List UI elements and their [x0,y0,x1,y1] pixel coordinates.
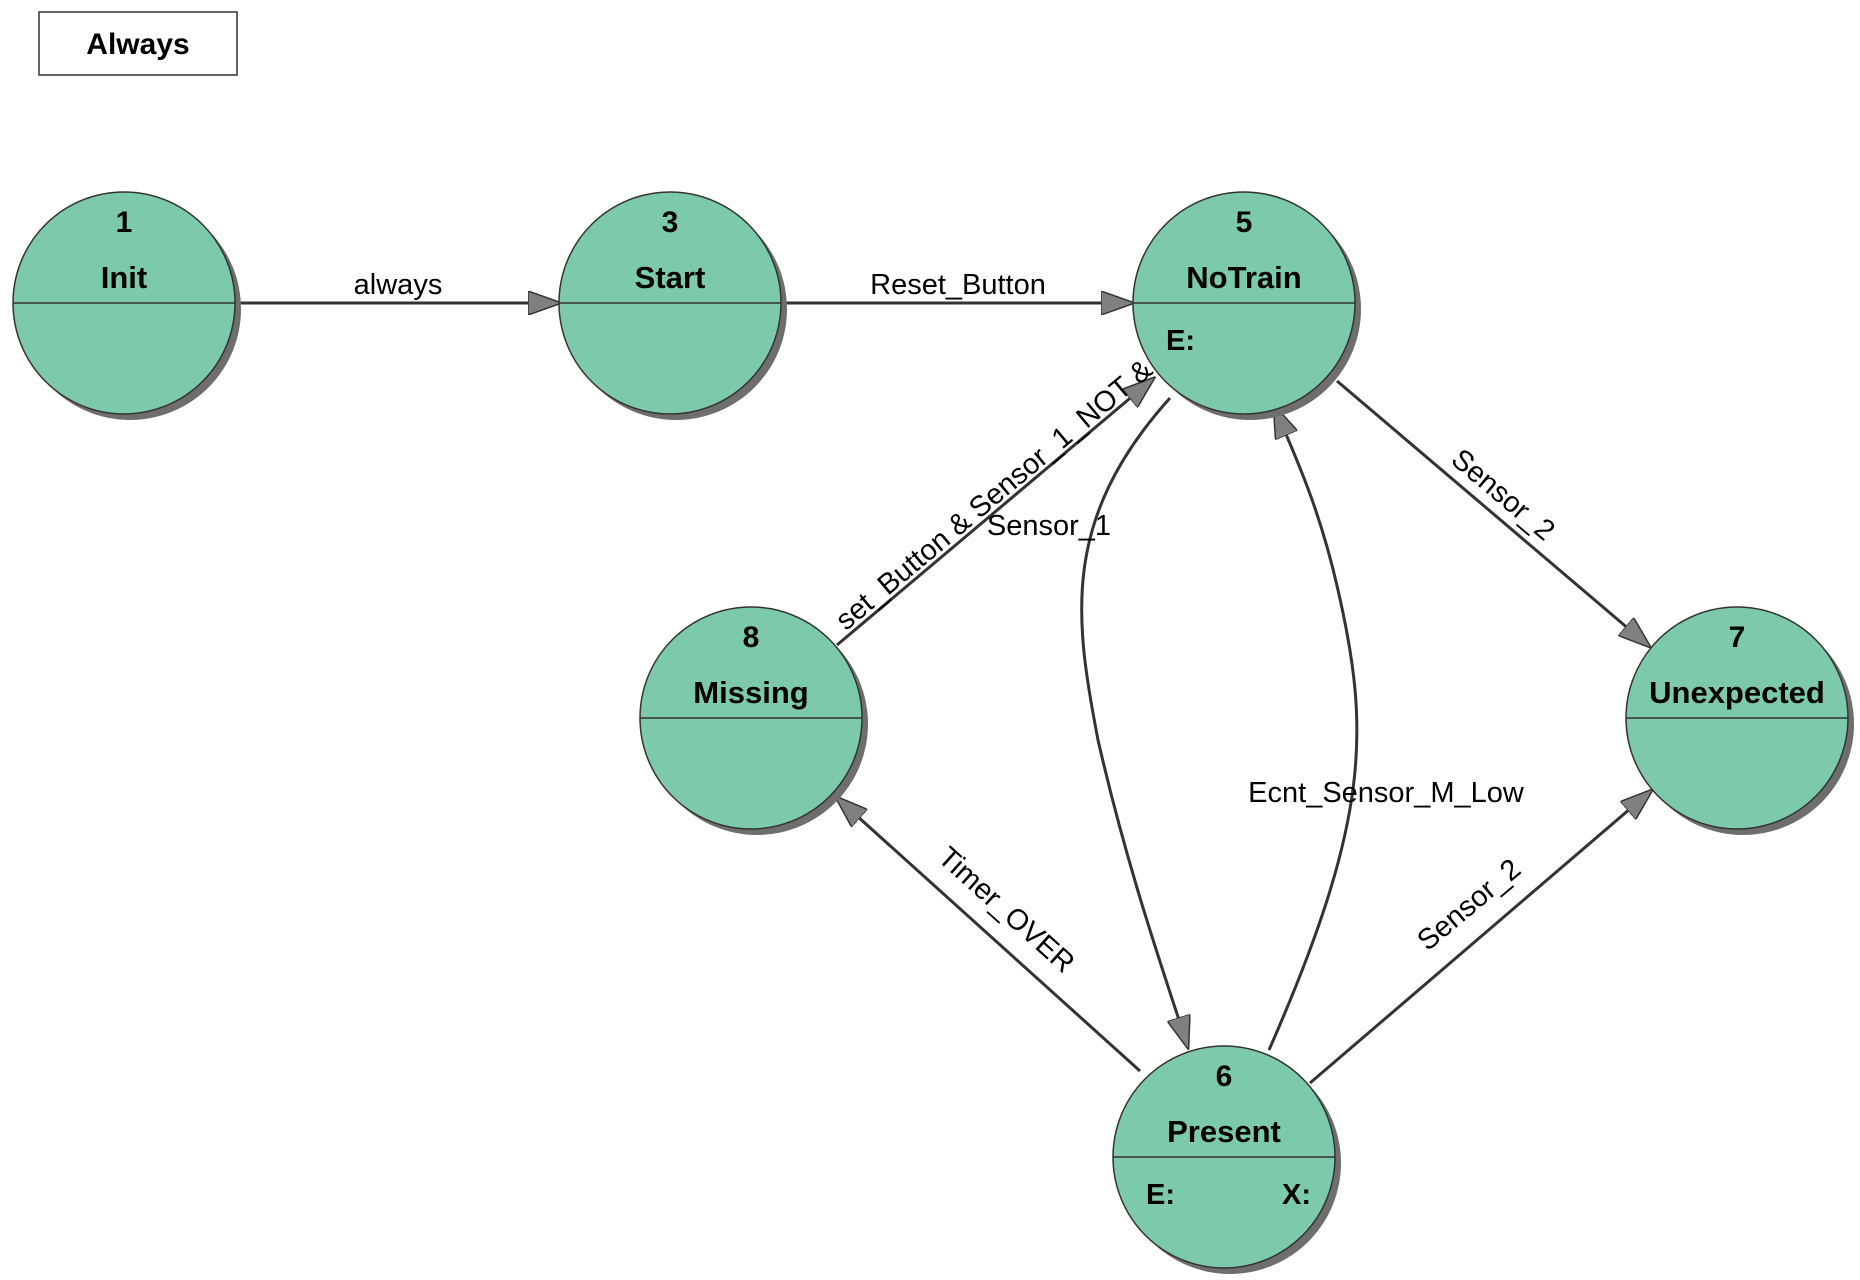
transition-label: Sensor_1 [987,510,1111,542]
state-exit-action: X: [1282,1179,1311,1211]
transition-label: Reset_Button [870,269,1046,301]
transition-present-notrain[interactable]: Ecnt_Sensor_M_Low [1248,406,1525,1051]
state-name: Unexpected [1649,675,1825,710]
state-number: 3 [662,206,679,239]
transition-label: Sensor_2 [1445,443,1561,547]
transition-start-notrain[interactable]: Reset_Button [785,269,1133,303]
state-name: NoTrain [1186,260,1301,295]
transition-label: Ecnt_Sensor_M_Low [1248,777,1525,809]
transition-present-missing[interactable]: Timer_OVER [836,797,1142,1073]
state-name: Present [1167,1114,1281,1149]
transition-label: Sensor_2 [1411,853,1527,957]
transition-arrow [1080,396,1188,1048]
transition-init-start[interactable]: always [236,269,560,303]
state-entry-action: E: [1146,1179,1175,1211]
transition-notrain-unexpected[interactable]: Sensor_2 [1336,379,1650,647]
transition-arrow [836,378,1154,647]
state-missing[interactable]: 8 Missing [639,606,868,835]
transition-label: always [354,269,443,301]
transition-arrow [836,797,1142,1073]
state-number: 8 [743,621,760,654]
transition-arrow [1309,790,1652,1085]
transition-arrow [1267,406,1359,1051]
transition-notrain-present[interactable]: Sensor_1 [987,396,1188,1048]
state-number: 6 [1216,1060,1233,1093]
state-number: 7 [1729,621,1746,654]
state-init[interactable]: 1 Init [12,191,241,420]
state-entry-action: E: [1166,325,1195,357]
transition-arrow [1336,379,1650,647]
state-start[interactable]: 3 Start [558,191,787,420]
transition-label: Timer_OVER [932,841,1081,979]
state-number: 1 [116,206,133,239]
state-name: Init [101,260,148,295]
always-box[interactable]: Always [38,11,238,76]
state-name: Missing [693,675,808,710]
transition-present-unexpected[interactable]: Sensor_2 [1309,790,1652,1085]
transition-missing-notrain[interactable]: set_Button & Sensor_1_NOT & [830,353,1159,647]
state-present[interactable]: 6 Present E: X: [1112,1045,1341,1274]
state-notrain[interactable]: 5 NoTrain E: [1132,191,1361,420]
always-box-label: Always [86,28,189,61]
transition-label: set_Button & Sensor_1_NOT & [830,353,1159,636]
state-name: Start [635,260,706,295]
state-number: 5 [1236,206,1253,239]
state-unexpected[interactable]: 7 Unexpected [1625,606,1854,835]
